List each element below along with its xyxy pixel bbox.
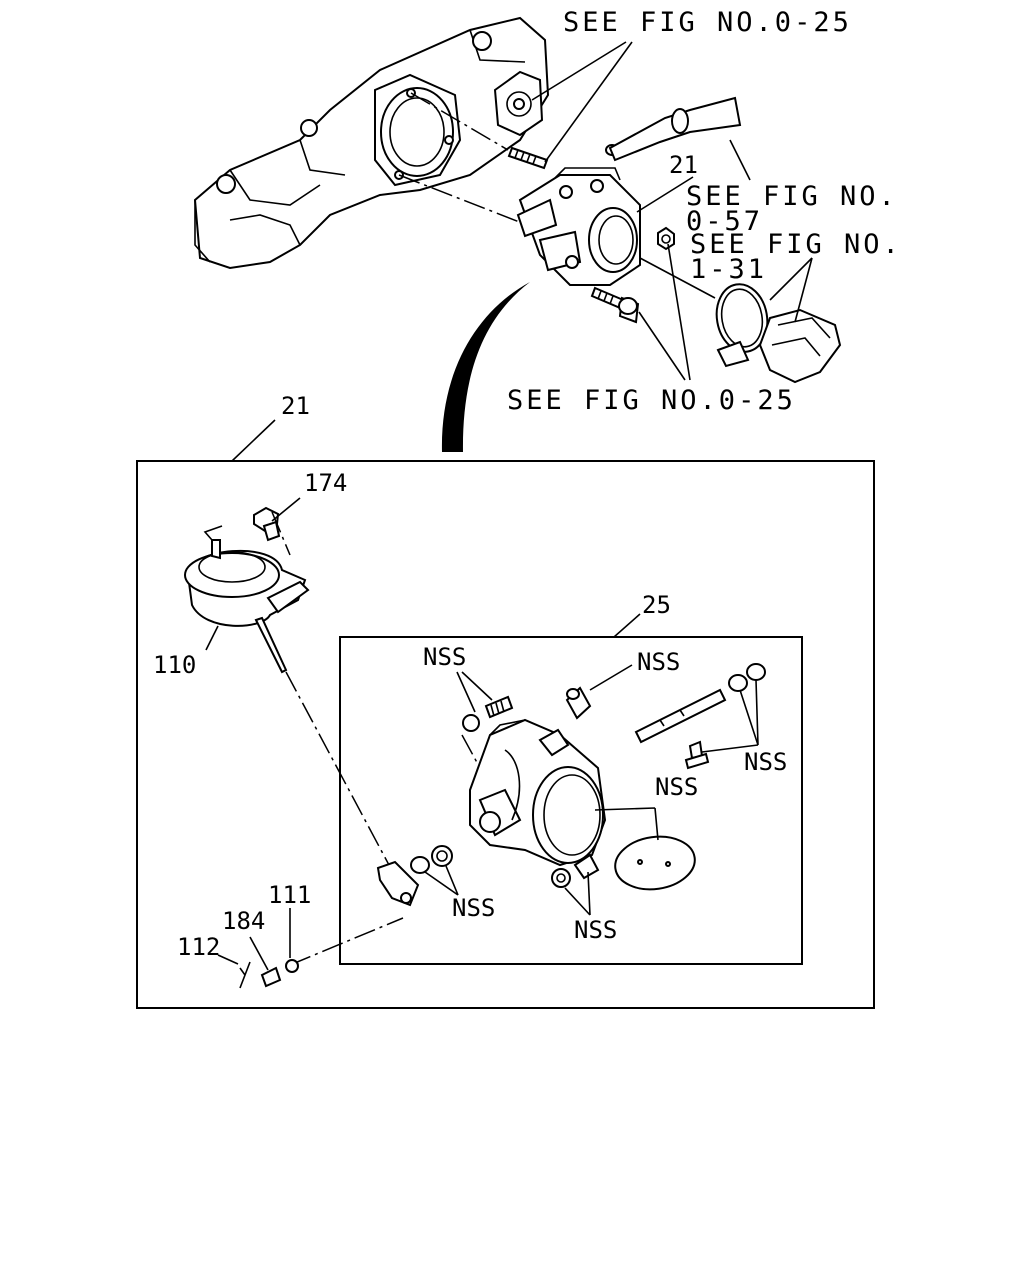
- leader-nss-sleeve: [589, 664, 633, 691]
- leader-21: [231, 419, 276, 462]
- assembly-21-box: [136, 460, 875, 1009]
- ref-fig-0-57-line2: 0-57: [686, 206, 763, 237]
- ref-fig-1-31-line2: 1-31: [690, 254, 767, 285]
- label-part-21-top: 21: [669, 151, 698, 179]
- sleeve-pin: [565, 686, 592, 720]
- ref-fig-0-25-top: SEE FIG NO.0-25: [563, 7, 852, 38]
- flange-stud-bolts: [398, 92, 619, 231]
- lower-stud-bolt: [590, 286, 640, 324]
- label-part-112: 112: [177, 933, 220, 961]
- leader-nss-spring: [456, 671, 493, 713]
- align-line-111: [289, 917, 404, 966]
- pin-184: [260, 966, 282, 988]
- leader-112: [217, 954, 239, 965]
- leader-nss-screw: [564, 871, 591, 916]
- top-leader-lines: [531, 41, 813, 381]
- throttle-plate: [614, 835, 696, 891]
- spring-washer-nss: [462, 695, 514, 732]
- clip-112: [239, 961, 251, 989]
- label-part-111: 111: [268, 881, 311, 909]
- leader-nss-plate: [594, 807, 659, 841]
- actuator-110: [184, 525, 310, 674]
- label-part-184: 184: [222, 907, 265, 935]
- throttle-body-25: [469, 718, 607, 867]
- shaft-screw: [684, 740, 710, 770]
- ref-fig-0-25-bottom: SEE FIG NO.0-25: [507, 385, 796, 416]
- label-part-110: 110: [153, 651, 196, 679]
- hose-clamp-and-duct: [639, 257, 842, 384]
- label-part-174: 174: [304, 469, 347, 497]
- intake-manifold-drawing: [193, 16, 550, 270]
- label-part-21-assembly: 21: [281, 392, 310, 420]
- bolt-174: [253, 497, 301, 542]
- washer-111: [285, 959, 299, 973]
- throttle-shaft: [634, 663, 766, 744]
- leader-25: [613, 613, 641, 638]
- lever-and-washers: [376, 845, 453, 907]
- ref-fig-0-57-line1: SEE FIG NO.: [686, 181, 898, 212]
- leader-nss-shaft: [701, 679, 759, 753]
- label-nss-shaft: NSS: [744, 748, 787, 776]
- align-line-174: [271, 511, 291, 556]
- label-nss-sleeve: NSS: [637, 648, 680, 676]
- label-nss-lever: NSS: [452, 894, 495, 922]
- label-nss-spring: NSS: [423, 643, 466, 671]
- hose-pipe: [608, 96, 742, 162]
- leader-nss-lever: [424, 865, 459, 896]
- label-nss-plate: NSS: [655, 773, 698, 801]
- throttle-body-25-box: [339, 636, 803, 965]
- ref-fig-1-31-line1: SEE FIG NO.: [690, 229, 902, 260]
- label-nss-screw: NSS: [574, 916, 617, 944]
- leader-184: [249, 936, 269, 971]
- label-part-25: 25: [642, 591, 671, 619]
- washer-screw-nss: [551, 853, 600, 888]
- detail-arrow: [441, 282, 530, 452]
- throttle-body-small: [516, 167, 641, 286]
- throttle-nut: [657, 226, 675, 251]
- align-line-110: [285, 671, 406, 896]
